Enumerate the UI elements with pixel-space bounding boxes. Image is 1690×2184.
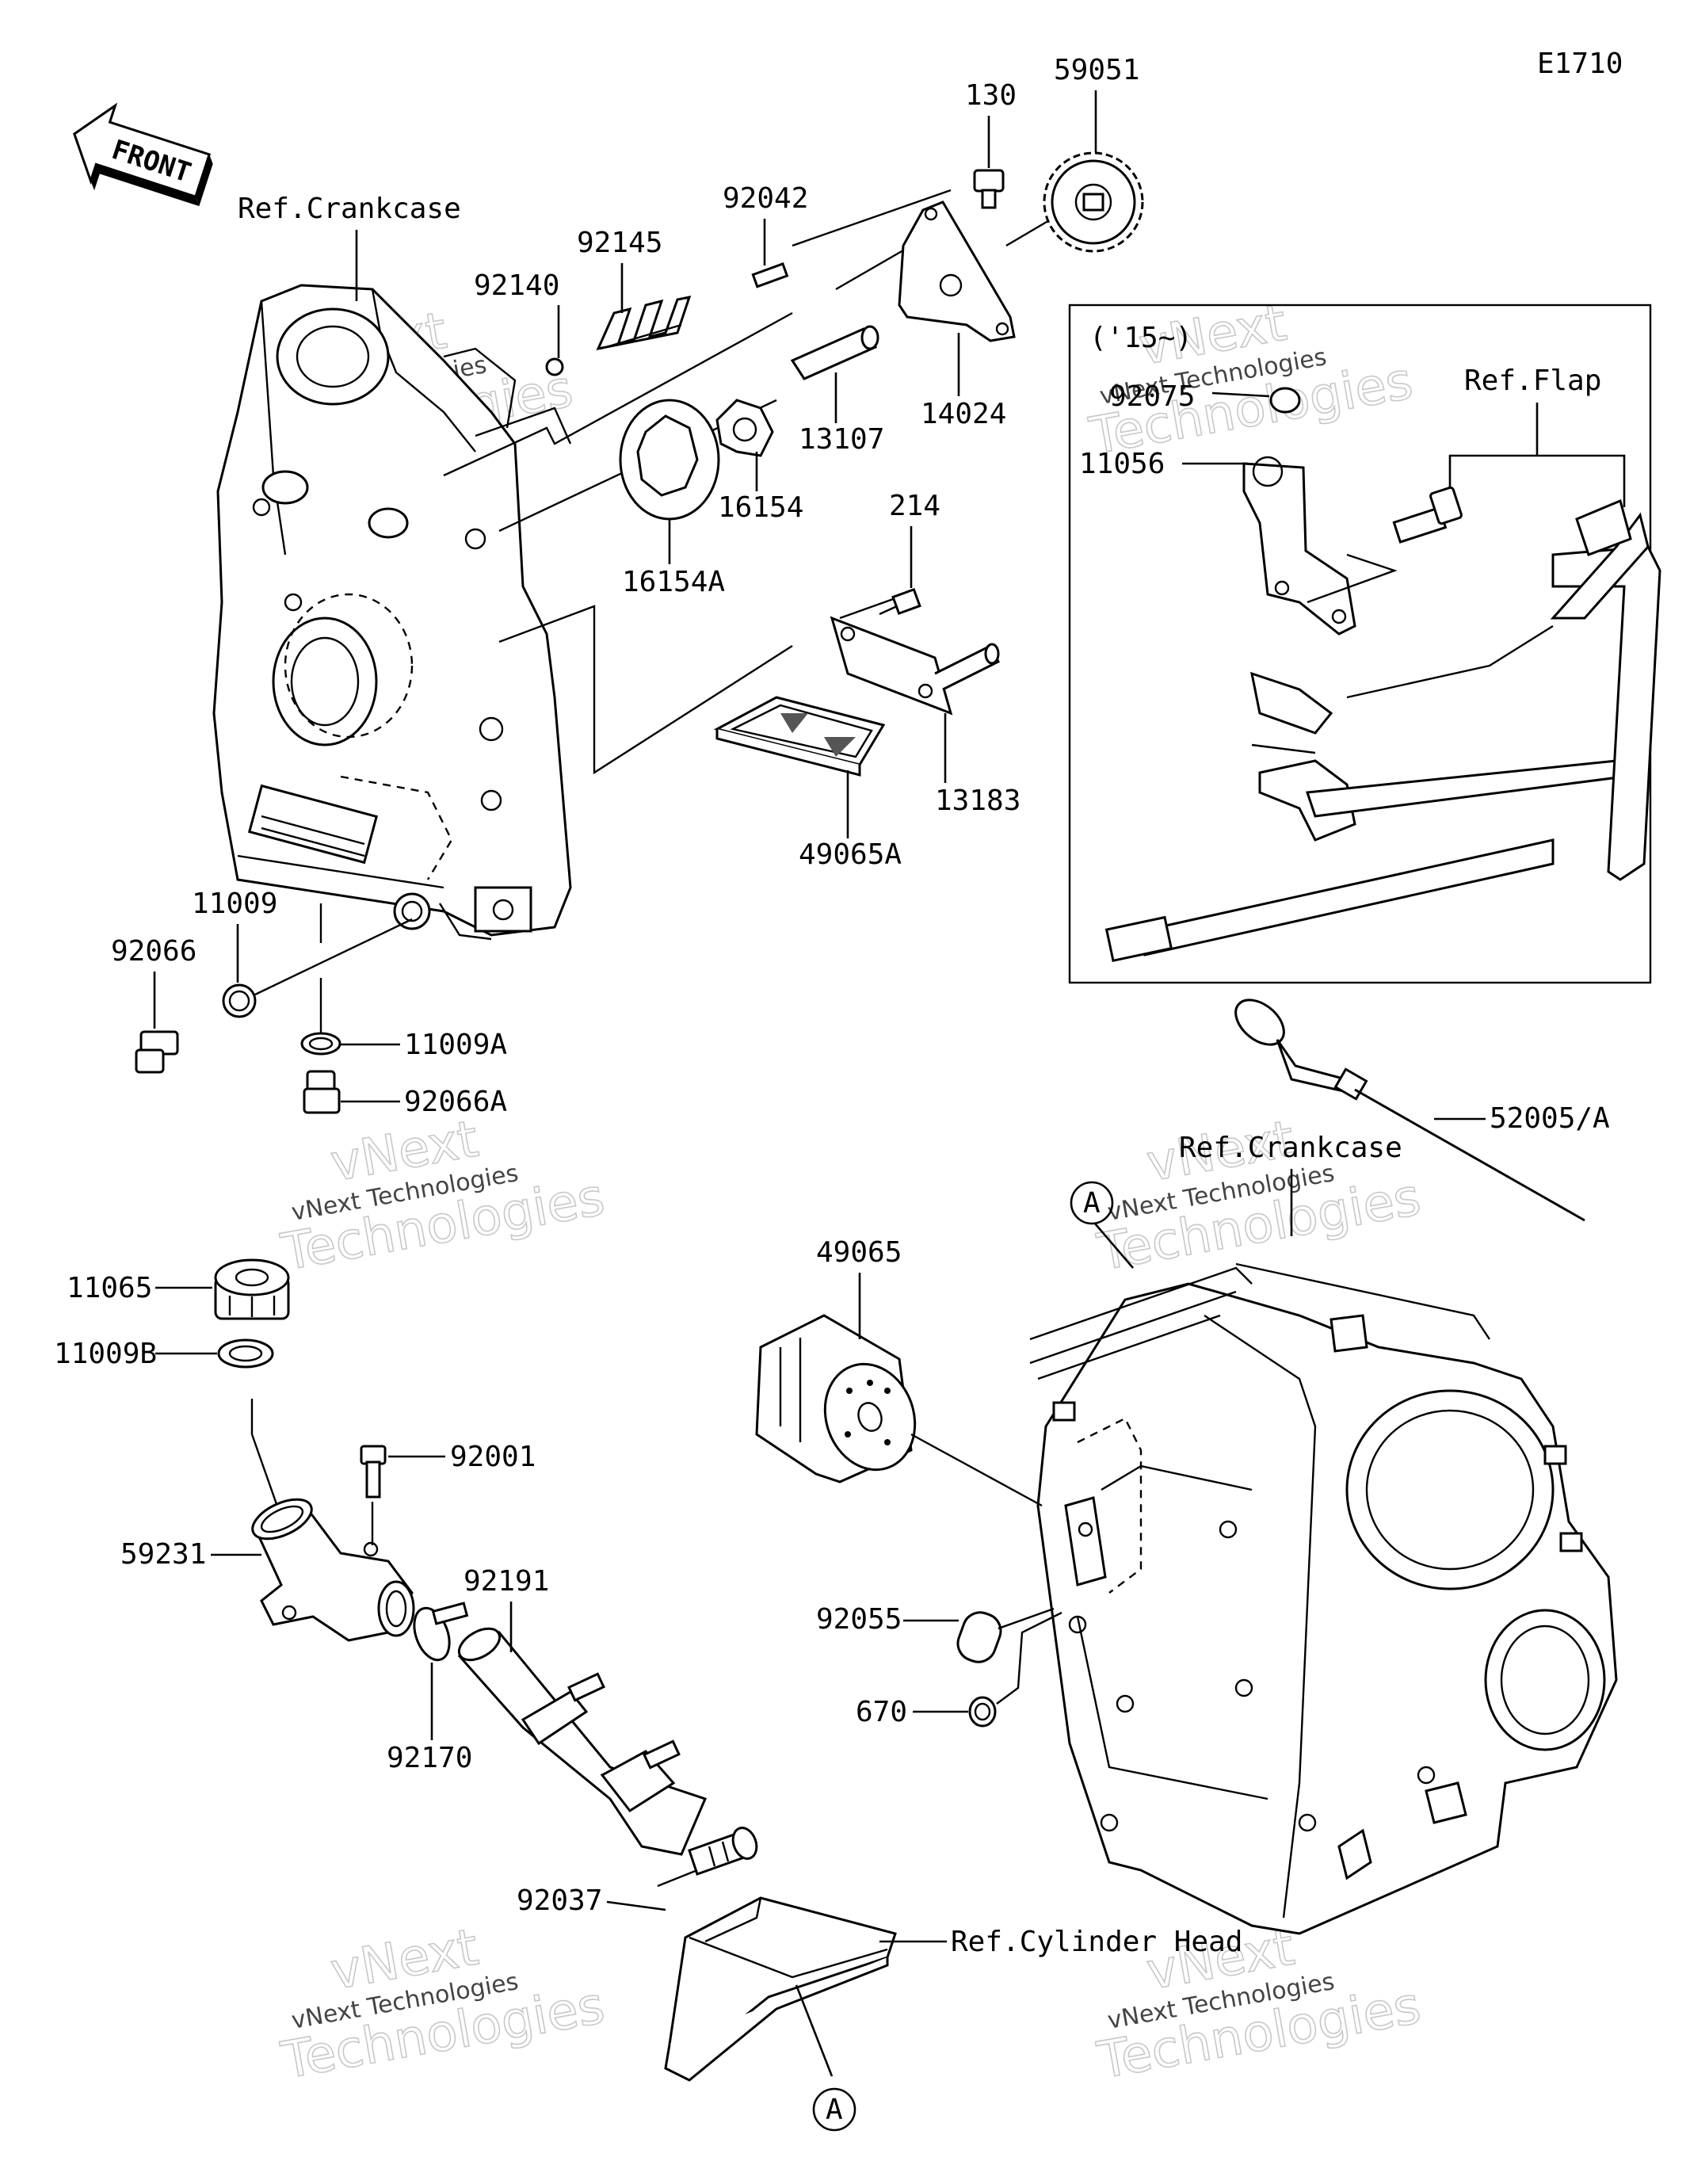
marker-a-bottom <box>812 2087 856 2132</box>
label-16154A[interactable]: 16154A <box>622 566 725 598</box>
leader-line <box>1094 1223 1134 1269</box>
label-130[interactable]: 130 <box>965 79 1017 112</box>
part-92170-clamp <box>413 1602 469 1662</box>
part-11009-gasket <box>222 983 257 1018</box>
leader-line <box>795 1984 834 2077</box>
label-13107[interactable]: 13107 <box>799 423 884 456</box>
part-59051-gear <box>1043 151 1144 253</box>
part-92145-spring <box>596 296 692 351</box>
cylinder-head-cover <box>664 1896 897 2082</box>
ref-crankcase-top: Ref.Crankcase <box>238 193 461 225</box>
part-92055-o-ring <box>956 1611 1002 1663</box>
assembly-axis-line <box>910 1433 1043 1507</box>
part-92140-pin <box>545 357 564 376</box>
label-14024[interactable]: 14024 <box>921 398 1006 430</box>
part-670-o-ring <box>968 1696 997 1728</box>
watermark-5: vNext vNext Technologies Technologies <box>277 1918 609 2091</box>
marker-a-top <box>1070 1181 1114 1225</box>
label-92055[interactable]: 92055 <box>816 1603 902 1636</box>
ref-cylinder-head: Ref.Cylinder Head <box>951 1926 1242 1958</box>
part-130-bolt <box>973 169 1005 209</box>
crankcase-body <box>1029 1262 1618 1935</box>
part-13183-plate <box>830 616 1001 716</box>
crankcase-cover <box>212 284 572 941</box>
part-49065-oil-filter <box>755 1314 917 1483</box>
label-92037[interactable]: 92037 <box>517 1884 602 1917</box>
part-92191-hose <box>457 1627 708 1856</box>
label-92066[interactable]: 92066 <box>111 935 196 968</box>
label-11009B[interactable]: 11009B <box>54 1338 157 1370</box>
part-92037-hose-fitting <box>657 1827 758 1888</box>
label-49065A[interactable]: 49065A <box>799 838 902 871</box>
label-92001[interactable]: 92001 <box>450 1441 536 1473</box>
part-92075-washer <box>1269 387 1301 414</box>
label-92042[interactable]: 92042 <box>723 182 808 215</box>
part-214-screw <box>879 587 921 616</box>
label-11065[interactable]: 11065 <box>67 1272 152 1304</box>
front-arrow-icon: FRONT <box>73 102 213 207</box>
part-11009B-gasket <box>217 1338 274 1369</box>
part-16154A-outer-rotor <box>619 399 720 521</box>
label-52005A[interactable]: 52005/A <box>1490 1102 1610 1135</box>
leader-line <box>1211 391 1270 398</box>
watermark-2: vNext vNext Technologies Technologies <box>1085 293 1417 467</box>
label-92075[interactable]: 92075 <box>1109 380 1195 413</box>
label-59231[interactable]: 59231 <box>120 1538 206 1571</box>
label-214[interactable]: 214 <box>889 490 940 522</box>
part-11065-filler-cap <box>214 1258 290 1320</box>
ref-flap: Ref.Flap <box>1464 365 1601 397</box>
label-92140[interactable]: 92140 <box>474 269 559 302</box>
label-92170[interactable]: 92170 <box>387 1742 472 1774</box>
label-11009A[interactable]: 11009A <box>404 1029 507 1061</box>
label-92066A[interactable]: 92066A <box>404 1086 507 1118</box>
part-52005A-dipstick <box>1234 998 1585 1222</box>
part-13107-shaft <box>790 325 879 380</box>
label-49065[interactable]: 49065 <box>816 1236 902 1269</box>
part-11009A-gasket <box>300 1032 341 1056</box>
part-16154-inner-rotor <box>715 399 774 457</box>
label-11056[interactable]: 11056 <box>1079 448 1165 480</box>
label-92145[interactable]: 92145 <box>577 227 662 259</box>
inset-year-label: ('15~) <box>1089 322 1192 354</box>
leader-line <box>606 1900 666 1911</box>
part-92066A-plug <box>303 1070 341 1114</box>
watermark-3: vNext vNext Technologies Technologies <box>277 1109 609 1283</box>
inset-flap-assembly <box>1104 456 1661 963</box>
part-92042-pin <box>751 262 789 288</box>
label-92191[interactable]: 92191 <box>464 1565 549 1598</box>
assembly-axis-line <box>996 1611 1062 1705</box>
assembly-axis-line <box>254 918 413 996</box>
ref-crankcase-bottom: Ref.Crankcase <box>1179 1132 1402 1164</box>
label-16154[interactable]: 16154 <box>718 491 803 524</box>
label-670[interactable]: 670 <box>856 1696 907 1728</box>
part-92001-bolt <box>360 1445 387 1499</box>
diagram-code: E1710 <box>1537 48 1623 80</box>
assembly-axis-line <box>998 1607 1055 1630</box>
label-11009[interactable]: 11009 <box>192 888 277 920</box>
leader-line <box>1448 454 1626 507</box>
part-92066-drain-plug <box>135 1030 179 1074</box>
part-14024-pump-cover <box>898 200 1016 342</box>
label-13183[interactable]: 13183 <box>935 785 1020 817</box>
label-59051[interactable]: 59051 <box>1054 54 1139 86</box>
part-59231-filler-neck <box>251 1498 415 1642</box>
marker-a-bottom-label: A <box>826 2094 843 2126</box>
marker-a-top-label: A <box>1083 1187 1101 1220</box>
watermark-4: vNext vNext Technologies Technologies <box>1093 1109 1425 1283</box>
part-49065A-strainer <box>713 696 886 777</box>
